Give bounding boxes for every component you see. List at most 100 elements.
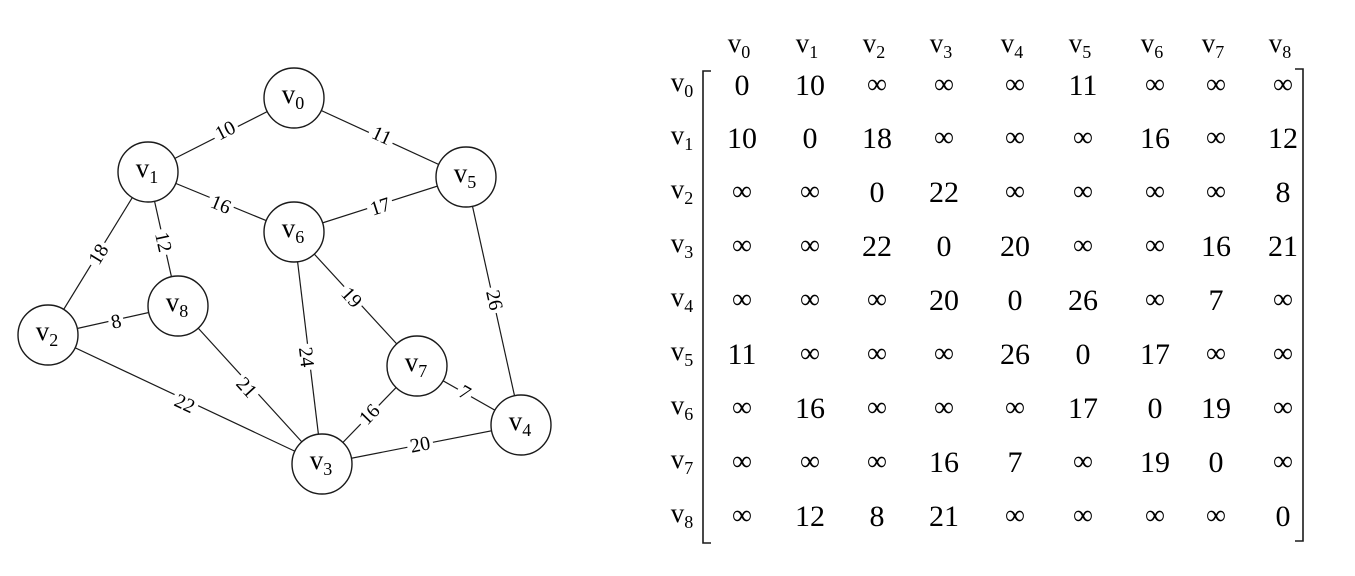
matrix-cell-r8-c3: 21	[929, 500, 959, 533]
matrix-cell-r3-c4: 20	[1000, 230, 1030, 263]
matrix-cell-r7-c2: ∞	[867, 446, 887, 477]
matrix-cell-r3-c1: ∞	[800, 230, 820, 261]
node-label: v3	[310, 445, 333, 479]
column-header-v7: v7	[1202, 28, 1225, 62]
matrix-cell-r1-c1: 0	[803, 122, 818, 155]
matrix-cell-r4-c3: 20	[929, 284, 959, 317]
matrix-cell-r2-c4: ∞	[1005, 176, 1025, 207]
node-v5: v5	[435, 146, 497, 208]
node-circle	[147, 275, 209, 337]
node-label: v6	[282, 213, 305, 247]
edge-weight-bg	[208, 114, 241, 144]
matrix-cell-r1-c0: 10	[727, 122, 757, 155]
column-header-v0: v0	[728, 28, 751, 62]
matrix-cell-r7-c7: 0	[1209, 446, 1224, 479]
matrix-cell-r6-c3: ∞	[934, 392, 954, 423]
node-label: v2	[36, 316, 59, 350]
matrix-cell-r8-c1: 12	[795, 500, 825, 533]
column-header-v8: v8	[1269, 28, 1292, 62]
matrix-cell-r3-c2: 22	[862, 230, 892, 263]
matrix-cell-r0-c6: ∞	[1145, 69, 1165, 100]
edge-weight-bg	[405, 430, 435, 456]
edge-weight-bg	[106, 308, 126, 332]
matrix-cell-r7-c1: ∞	[800, 446, 820, 477]
edge-weight-bg	[352, 397, 385, 430]
matrix-cell-r7-c4: 7	[1008, 446, 1023, 479]
matrix-cell-r2-c2: 0	[870, 176, 885, 209]
node-label: v1	[136, 153, 159, 187]
matrix-cell-r2-c1: ∞	[800, 176, 820, 207]
column-header-v4: v4	[1001, 28, 1024, 62]
matrix-cell-r3-c5: ∞	[1073, 230, 1093, 261]
matrix-cell-r7-c3: 16	[929, 446, 959, 479]
node-label: v5	[454, 158, 477, 192]
matrix-cell-r0-c7: ∞	[1206, 69, 1226, 100]
edge-weight-bg	[152, 226, 178, 257]
edge-weight-v3-v4: 20	[408, 432, 432, 457]
row-header-v7: v7	[671, 444, 694, 478]
matrix-cell-r8-c0: ∞	[732, 500, 752, 531]
matrix-cell-r4-c1: ∞	[800, 284, 820, 315]
node-v7: v7	[386, 335, 448, 397]
row-header-v5: v5	[671, 336, 694, 370]
edge-weight-bg	[81, 237, 113, 270]
column-header-v6: v6	[1141, 28, 1164, 62]
edge-weight-v6-v3: 24	[294, 346, 318, 368]
node-circle	[435, 146, 497, 208]
matrix-cell-r4-c6: ∞	[1145, 284, 1165, 315]
matrix-cell-r3-c6: ∞	[1145, 230, 1165, 261]
matrix-cell-r4-c5: 26	[1068, 284, 1098, 317]
edge-weight-bg	[296, 342, 320, 371]
column-header-v1: v1	[796, 28, 819, 62]
matrix-cell-r7-c0: ∞	[732, 446, 752, 477]
edge-weight-bg	[366, 119, 399, 149]
matrix-cell-r4-c7: 7	[1209, 284, 1224, 317]
row-header-v4: v4	[671, 282, 694, 316]
matrix-cell-r6-c2: ∞	[867, 392, 887, 423]
matrix-cell-r8-c7: ∞	[1206, 500, 1226, 531]
matrix-cell-r6-c0: ∞	[732, 392, 752, 423]
matrix-cell-r3-c7: 16	[1201, 230, 1231, 263]
matrix-cell-r0-c1: 10	[795, 69, 825, 102]
matrix-cell-r6-c4: ∞	[1005, 392, 1025, 423]
node-circle	[386, 335, 448, 397]
row-header-v0: v0	[671, 67, 694, 101]
matrix-cell-r3-c0: ∞	[732, 230, 752, 261]
matrix-cell-r8-c5: ∞	[1073, 500, 1093, 531]
row-header-v3: v3	[671, 228, 694, 262]
matrix-cell-r1-c3: ∞	[934, 122, 954, 153]
matrix-cell-r7-c8: ∞	[1273, 446, 1293, 477]
matrix-cell-r3-c3: 0	[937, 230, 952, 263]
node-label: v4	[509, 406, 532, 440]
matrix-cell-r6-c6: 0	[1148, 392, 1163, 425]
matrix-cell-r5-c0: 11	[728, 338, 757, 371]
node-label: v8	[166, 287, 189, 321]
matrix-cell-r5-c1: ∞	[800, 338, 820, 369]
matrix-cell-r0-c0: 0	[735, 69, 750, 102]
matrix-cell-r4-c0: ∞	[732, 284, 752, 315]
edge-weight-bg	[454, 378, 477, 404]
matrix-left-bracket	[702, 70, 711, 544]
matrix-cell-r0-c4: ∞	[1005, 69, 1025, 100]
edge-weight-bg	[231, 369, 264, 403]
matrix-cell-r1-c4: ∞	[1005, 122, 1025, 153]
matrix-cell-r5-c4: 26	[1000, 338, 1030, 371]
node-v6: v6	[263, 201, 325, 263]
matrix-cell-r8-c4: ∞	[1005, 500, 1025, 531]
column-header-v2: v2	[863, 28, 886, 62]
row-header-v8: v8	[671, 498, 694, 532]
edge-weight-bg	[364, 191, 396, 219]
matrix-right-bracket	[1295, 68, 1304, 542]
node-v8: v8	[147, 275, 209, 337]
edge-weight-bg	[205, 188, 238, 218]
matrix-cell-r4-c2: ∞	[867, 284, 887, 315]
row-header-v6: v6	[671, 390, 694, 424]
row-header-v1: v1	[671, 120, 694, 154]
edge-weight-bg	[483, 284, 509, 315]
node-circle	[490, 394, 552, 456]
node-circle	[17, 304, 79, 366]
edge-weight-v2-v8: 8	[109, 310, 124, 334]
